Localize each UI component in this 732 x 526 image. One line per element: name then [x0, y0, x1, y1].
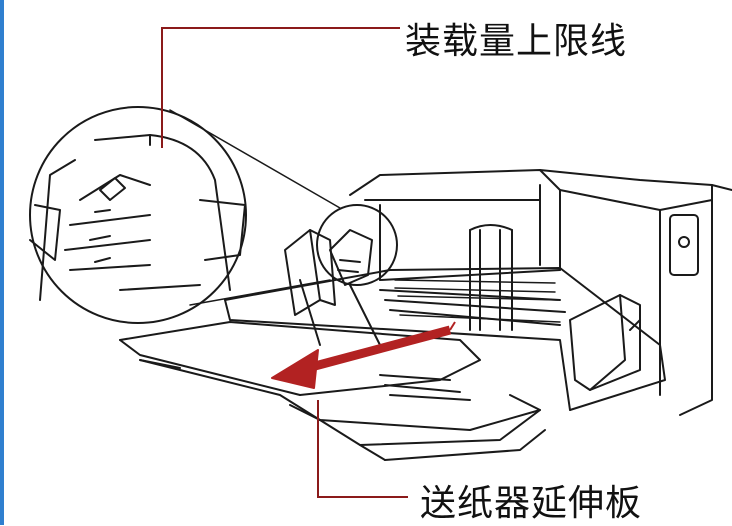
chute-extension-plate — [119, 321, 546, 461]
tray-ridges — [394, 279, 561, 323]
magnifier-circle — [29, 106, 247, 324]
side-guide-left — [284, 229, 336, 316]
left-rule — [0, 0, 4, 525]
load-limit-leader-line — [161, 27, 400, 148]
pull-direction-arrow-icon — [271, 321, 456, 389]
load-limit-label: 装载量上限线 — [405, 21, 628, 62]
magnifier-connectors — [169, 109, 341, 306]
chute-extension-leader-line — [317, 400, 408, 498]
side-guide-right — [569, 294, 641, 391]
load-limit-mark-small — [316, 204, 398, 286]
paper-chute — [224, 224, 666, 411]
callout-lines — [161, 27, 408, 498]
chute-extension-label: 送纸器延伸板 — [420, 483, 643, 524]
